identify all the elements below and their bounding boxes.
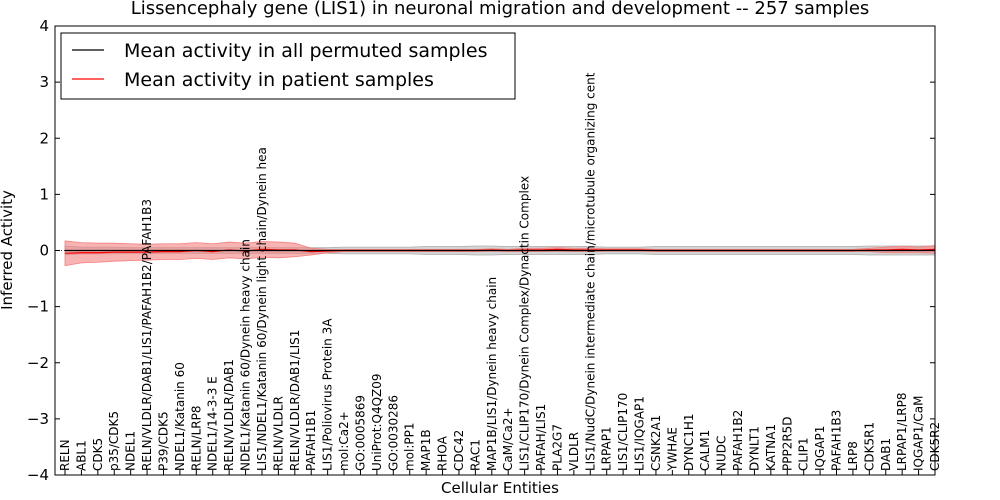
y-tick-label: −4 [27,466,49,484]
x-tick-label: CDC42 [452,430,466,471]
x-tick-label: DAB1 [879,438,893,471]
x-tick-label: LIS1/Poliovirus Protein 3A [321,318,335,471]
x-tick-label: IQGAP1/CaM [912,396,926,472]
x-tick-label: LRPAP1 [600,426,614,471]
x-tick-label: RELN/VLDLR/DAB1/LIS1/PAFAH1B2/PAFAH1B3 [140,199,154,471]
x-tick-label: LRPAP1/LRP8 [895,392,909,471]
x-tick-label: KATNA1 [764,424,778,471]
x-tick-label: CSNK2A1 [649,415,663,471]
x-tick-label: NUDC [715,436,729,471]
x-tick-label: mol:PP1 [403,422,417,471]
x-tick-label: PAFAH1B3 [830,410,844,471]
x-tick-label: LIS1/CLIP170 [616,393,630,471]
x-tick-label: UniProt:Q4QZ09 [370,373,384,471]
x-tick-label: CDK5 [91,438,105,471]
y-tick-label: 1 [39,185,49,203]
x-tick-label: p35/CDK5 [107,411,121,471]
y-tick-label: 2 [39,129,49,147]
x-tick-label: PAFAH/LIS1 [534,404,548,471]
x-tick-label: NDEL1/14-3-3 E [206,376,220,471]
y-tick-label: 3 [39,73,49,91]
x-tick-label: DYNLT1 [747,426,761,471]
x-tick-label: YWHAE [665,427,679,472]
y-tick-label: −3 [27,410,49,428]
x-tick-label: LRP8 [846,441,860,471]
series-bands [64,240,936,267]
x-axis-label: Cellular Entities [441,479,559,497]
series-lines [55,248,936,254]
x-tick-label: CLIP1 [797,438,811,471]
x-tick-label: CaM/Ca2+ [501,407,515,471]
x-tick-label: PAFAH1B1 [304,410,318,471]
y-tick-label: 0 [39,242,49,260]
x-tick-label: GO:0030286 [386,395,400,471]
x-tick-label: MAP1B/LIS1/Dynein heavy chain [485,277,499,471]
x-tick-label: RAC1 [468,439,482,471]
x-tick-label: GO:0005869 [353,395,367,471]
x-tick-label: RHOA [436,435,450,471]
x-tick-label: RELN [58,439,72,471]
x-tick-label: MAP1B [419,429,433,471]
x-tick-label: CDK5R1 [862,422,876,471]
x-tick-label: PPP2R5D [780,416,794,471]
x-tick-label: VLDLR [567,432,581,471]
x-tick-label: PAFAH1B2 [731,410,745,471]
x-tick-label: P39/CDK5 [156,411,170,471]
chart-title: Lissencephaly gene (LIS1) in neuronal mi… [131,0,870,19]
x-tick-label: NDEL1/Katanin 60 [173,362,187,471]
x-tick-label: ABL1 [74,440,88,471]
x-tick-label: LIS1/CLIP170/Dynein Complex/Dynactin Com… [518,176,532,471]
x-tick-label: PLA2G7 [550,424,564,471]
x-tick-label: mol:Ca2+ [337,411,351,471]
x-tick-label: LIS1/IQGAP1 [633,396,647,471]
x-tick-label: RELN/VLDLR/DAB1 [222,359,236,471]
x-tick-label: NDEL1 [124,431,138,471]
y-tick-label: 4 [39,17,49,35]
x-tick-label: LIS1/NDEL1/Katanin 60/Dynein light chain… [255,147,269,471]
x-tick-label: IQGAP1 [813,426,827,471]
x-tick-label: RELN/VLDLR/DAB1/LIS1 [288,330,302,471]
legend: Mean activity in all permuted samples Me… [60,32,516,100]
y-axis: 4 3 2 1 0 −1 −2 −3 −4 [27,17,935,484]
x-tick-label: NDEL1/Katanin 60/Dynein heavy chain [239,239,253,471]
x-tick-label: CALM1 [698,430,712,471]
legend-label-patient: Mean activity in patient samples [124,69,434,91]
x-tick-label: DYNC1H1 [682,413,696,471]
x-tick-label: RELN/VLDLR [271,396,285,471]
legend-box [60,32,516,100]
legend-label-permuted: Mean activity in all permuted samples [124,40,487,62]
y-tick-label: −1 [27,298,49,316]
x-tick-label: CDK5R2 [928,422,942,471]
x-tick-label: LIS1/NudC/Dynein intermediate chain/micr… [583,72,597,471]
y-tick-label: −2 [27,354,49,372]
y-axis-label: Inferred Activity [0,190,16,310]
x-tick-label: RELN/LRP8 [189,405,203,471]
